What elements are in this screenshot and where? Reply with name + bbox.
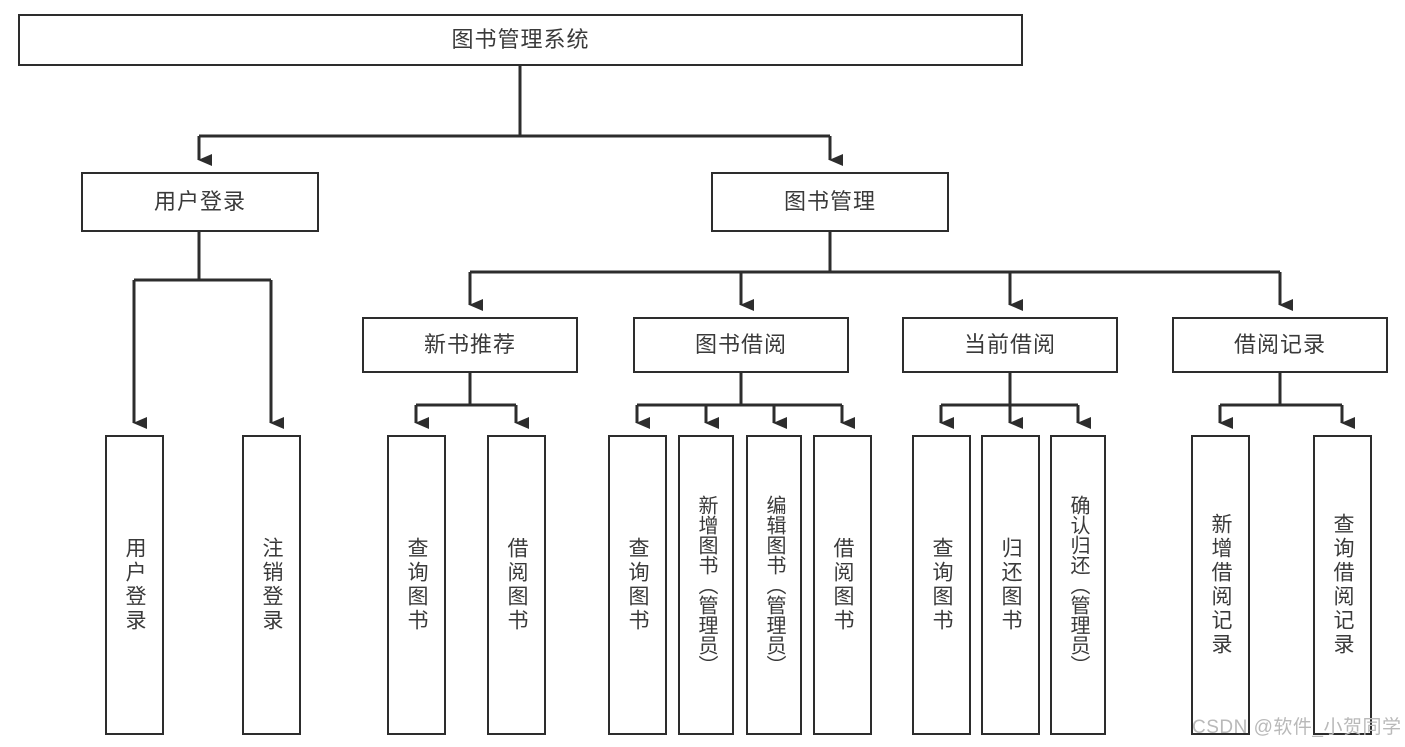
node-leaf-1[interactable]: 用户登录: [105, 435, 164, 735]
node-leaf-6-label: 新增图书（管理员）: [695, 495, 717, 675]
node-leaf-12-label: 新增借阅记录: [1209, 513, 1232, 657]
node-level3-2-label: 图书借阅: [694, 331, 787, 357]
node-leaf-8[interactable]: 借阅图书: [813, 435, 872, 735]
node-leaf-11-label: 确认归还（管理员）: [1067, 495, 1089, 675]
node-root[interactable]: 图书管理系统: [18, 14, 1023, 66]
node-level3-1[interactable]: 新书推荐: [362, 317, 578, 373]
node-leaf-9[interactable]: 查询图书: [912, 435, 971, 735]
node-leaf-11[interactable]: 确认归还（管理员）: [1050, 435, 1106, 735]
node-leaf-4-label: 借阅图书: [505, 537, 528, 633]
node-level3-2[interactable]: 图书借阅: [633, 317, 849, 373]
node-leaf-5[interactable]: 查询图书: [608, 435, 667, 735]
node-leaf-7-label: 编辑图书（管理员）: [763, 495, 785, 675]
node-level2-1[interactable]: 用户登录: [81, 172, 319, 232]
node-leaf-5-label: 查询图书: [626, 537, 649, 633]
node-leaf-13[interactable]: 查询借阅记录: [1313, 435, 1372, 735]
node-leaf-3-label: 查询图书: [405, 537, 428, 633]
watermark-text: CSDN @软件_小贺同学: [1192, 717, 1402, 738]
node-leaf-10[interactable]: 归还图书: [981, 435, 1040, 735]
node-leaf-4[interactable]: 借阅图书: [487, 435, 546, 735]
node-leaf-3[interactable]: 查询图书: [387, 435, 446, 735]
node-leaf-7[interactable]: 编辑图书（管理员）: [746, 435, 802, 735]
node-level3-4-label: 借阅记录: [1233, 331, 1326, 357]
node-leaf-2-label: 注销登录: [260, 537, 283, 633]
node-level3-1-label: 新书推荐: [423, 331, 516, 357]
node-leaf-12[interactable]: 新增借阅记录: [1191, 435, 1250, 735]
node-level3-4[interactable]: 借阅记录: [1172, 317, 1388, 373]
node-level2-2[interactable]: 图书管理: [711, 172, 949, 232]
node-leaf-13-label: 查询借阅记录: [1331, 513, 1354, 657]
node-level2-2-label: 图书管理: [783, 188, 876, 214]
node-leaf-2[interactable]: 注销登录: [242, 435, 301, 735]
node-leaf-10-label: 归还图书: [999, 537, 1022, 633]
node-leaf-6[interactable]: 新增图书（管理员）: [678, 435, 734, 735]
node-leaf-8-label: 借阅图书: [831, 537, 854, 633]
node-level2-1-label: 用户登录: [153, 188, 246, 214]
node-level3-3-label: 当前借阅: [963, 331, 1056, 357]
node-root-label: 图书管理系统: [451, 26, 590, 52]
node-leaf-9-label: 查询图书: [930, 537, 953, 633]
node-leaf-1-label: 用户登录: [123, 537, 146, 633]
node-level3-3[interactable]: 当前借阅: [902, 317, 1118, 373]
